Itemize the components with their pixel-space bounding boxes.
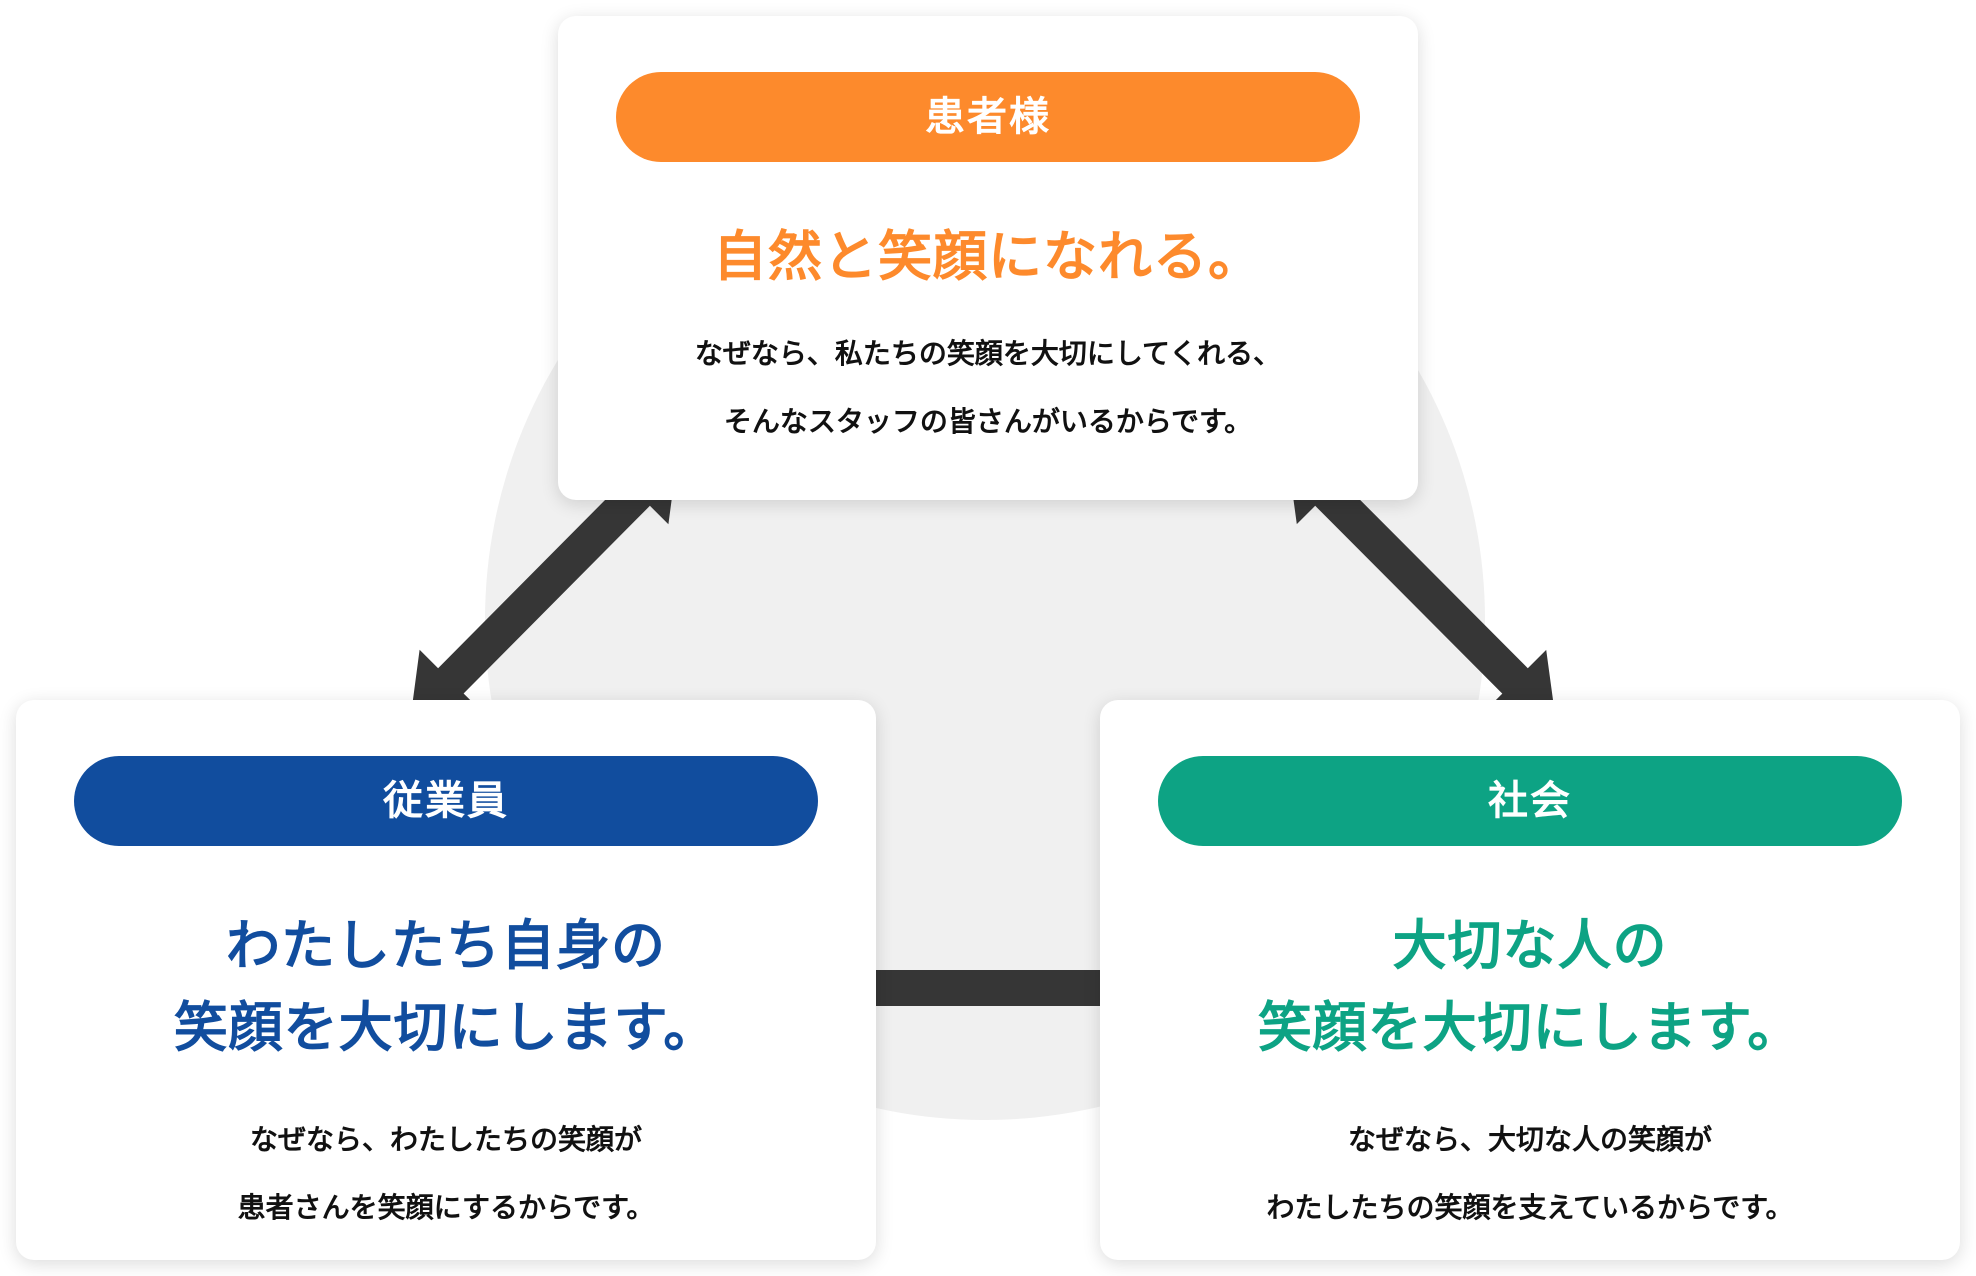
patient-description-line: なぜなら、私たちの笑顔を大切にしてくれる、: [694, 337, 1282, 370]
patient-description-line: そんなスタッフの皆さんがいるからです。: [723, 405, 1253, 438]
patient-heading: 自然と笑顔になれる。: [558, 216, 1418, 298]
patient-label-pill: 患者様: [616, 72, 1360, 162]
society-description-line: わたしたちの笑顔を支えているからです。: [1266, 1191, 1794, 1224]
staff-description-line: 患者さんを笑顔にするからです。: [237, 1191, 655, 1224]
staff-description: なぜなら、わたしたちの笑顔が 患者さんを笑顔にするからです。: [16, 1106, 876, 1242]
patient-description: なぜなら、私たちの笑顔を大切にしてくれる、 そんなスタッフの皆さんがいるからです…: [558, 320, 1418, 456]
staff-heading-line: わたしたち自身の: [226, 914, 666, 977]
society-card: 社会 大切な人の 笑顔を大切にします。 なぜなら、大切な人の笑顔が わたしたちの…: [1100, 700, 1960, 1260]
patient-heading-line: 自然と笑顔になれる。: [713, 225, 1263, 288]
staff-heading: わたしたち自身の 笑顔を大切にします。: [16, 905, 876, 1069]
society-heading-line: 大切な人の: [1392, 914, 1668, 977]
society-description-line: なぜなら、大切な人の笑顔が: [1347, 1123, 1712, 1156]
staff-heading-line: 笑顔を大切にします。: [173, 996, 719, 1059]
society-heading: 大切な人の 笑顔を大切にします。: [1100, 905, 1960, 1069]
staff-description-line: なぜなら、わたしたちの笑顔が: [249, 1123, 642, 1156]
staff-label-pill: 従業員: [74, 756, 818, 846]
society-label-pill: 社会: [1158, 756, 1902, 846]
society-heading-line: 笑顔を大切にします。: [1257, 996, 1803, 1059]
staff-card: 従業員 わたしたち自身の 笑顔を大切にします。 なぜなら、わたしたちの笑顔が 患…: [16, 700, 876, 1260]
society-description: なぜなら、大切な人の笑顔が わたしたちの笑顔を支えているからです。: [1100, 1106, 1960, 1242]
patient-card: 患者様 自然と笑顔になれる。 なぜなら、私たちの笑顔を大切にしてくれる、 そんな…: [558, 16, 1418, 500]
